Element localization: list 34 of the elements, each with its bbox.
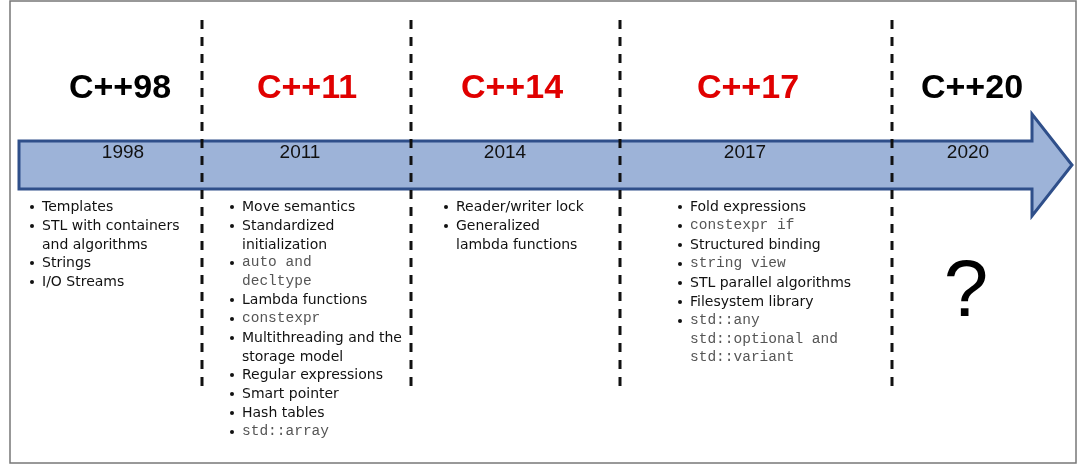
version-heading: C++14 [460,66,564,106]
bullet-item: Generalized lambda functions [442,216,586,253]
year-label: 2017 [723,141,767,163]
bullet-item: Structured binding [676,235,821,254]
bullet-item: Regular expressions [228,365,383,384]
bullet-item: Standardized initialization [228,216,362,253]
bullet-item: Reader/writer lock [442,197,584,216]
bullet-item: std::array [228,422,329,441]
bullet-item: Smart pointer [228,384,339,403]
question-mark: ? [943,244,989,334]
bullet-item: Move semantics [228,197,356,216]
bullet-item: STL with containers and algorithms [28,216,202,253]
bullet-item: constexpr [228,309,321,328]
year-label: 1998 [101,141,145,163]
year-label: 2020 [946,141,990,163]
version-heading: C++17 [696,66,800,106]
bullet-item: Multithreading and the storage model [228,328,402,365]
bullet-item: Strings [28,253,92,272]
bullet-item: Fold expressions [676,197,807,216]
bullet-item: Lambda functions [228,290,368,309]
year-label: 2014 [483,141,527,163]
bullet-item: auto and decltype [228,253,342,290]
version-heading: C++11 [256,66,358,106]
bullet-item: constexpr if [676,216,795,235]
bullet-item: Filesystem library [676,292,814,311]
bullet-item: STL parallel algorithms [676,273,852,292]
bullet-item: Templates [28,197,114,216]
bullet-item: string view [676,254,786,273]
bullet-item: std::any std::optional and std::variant [676,311,860,367]
bullet-item: I/O Streams [28,272,125,291]
version-heading: C++98 [68,66,172,106]
year-label: 2011 [279,141,321,163]
version-heading: C++20 [920,66,1024,106]
bullet-item: Hash tables [228,403,325,422]
